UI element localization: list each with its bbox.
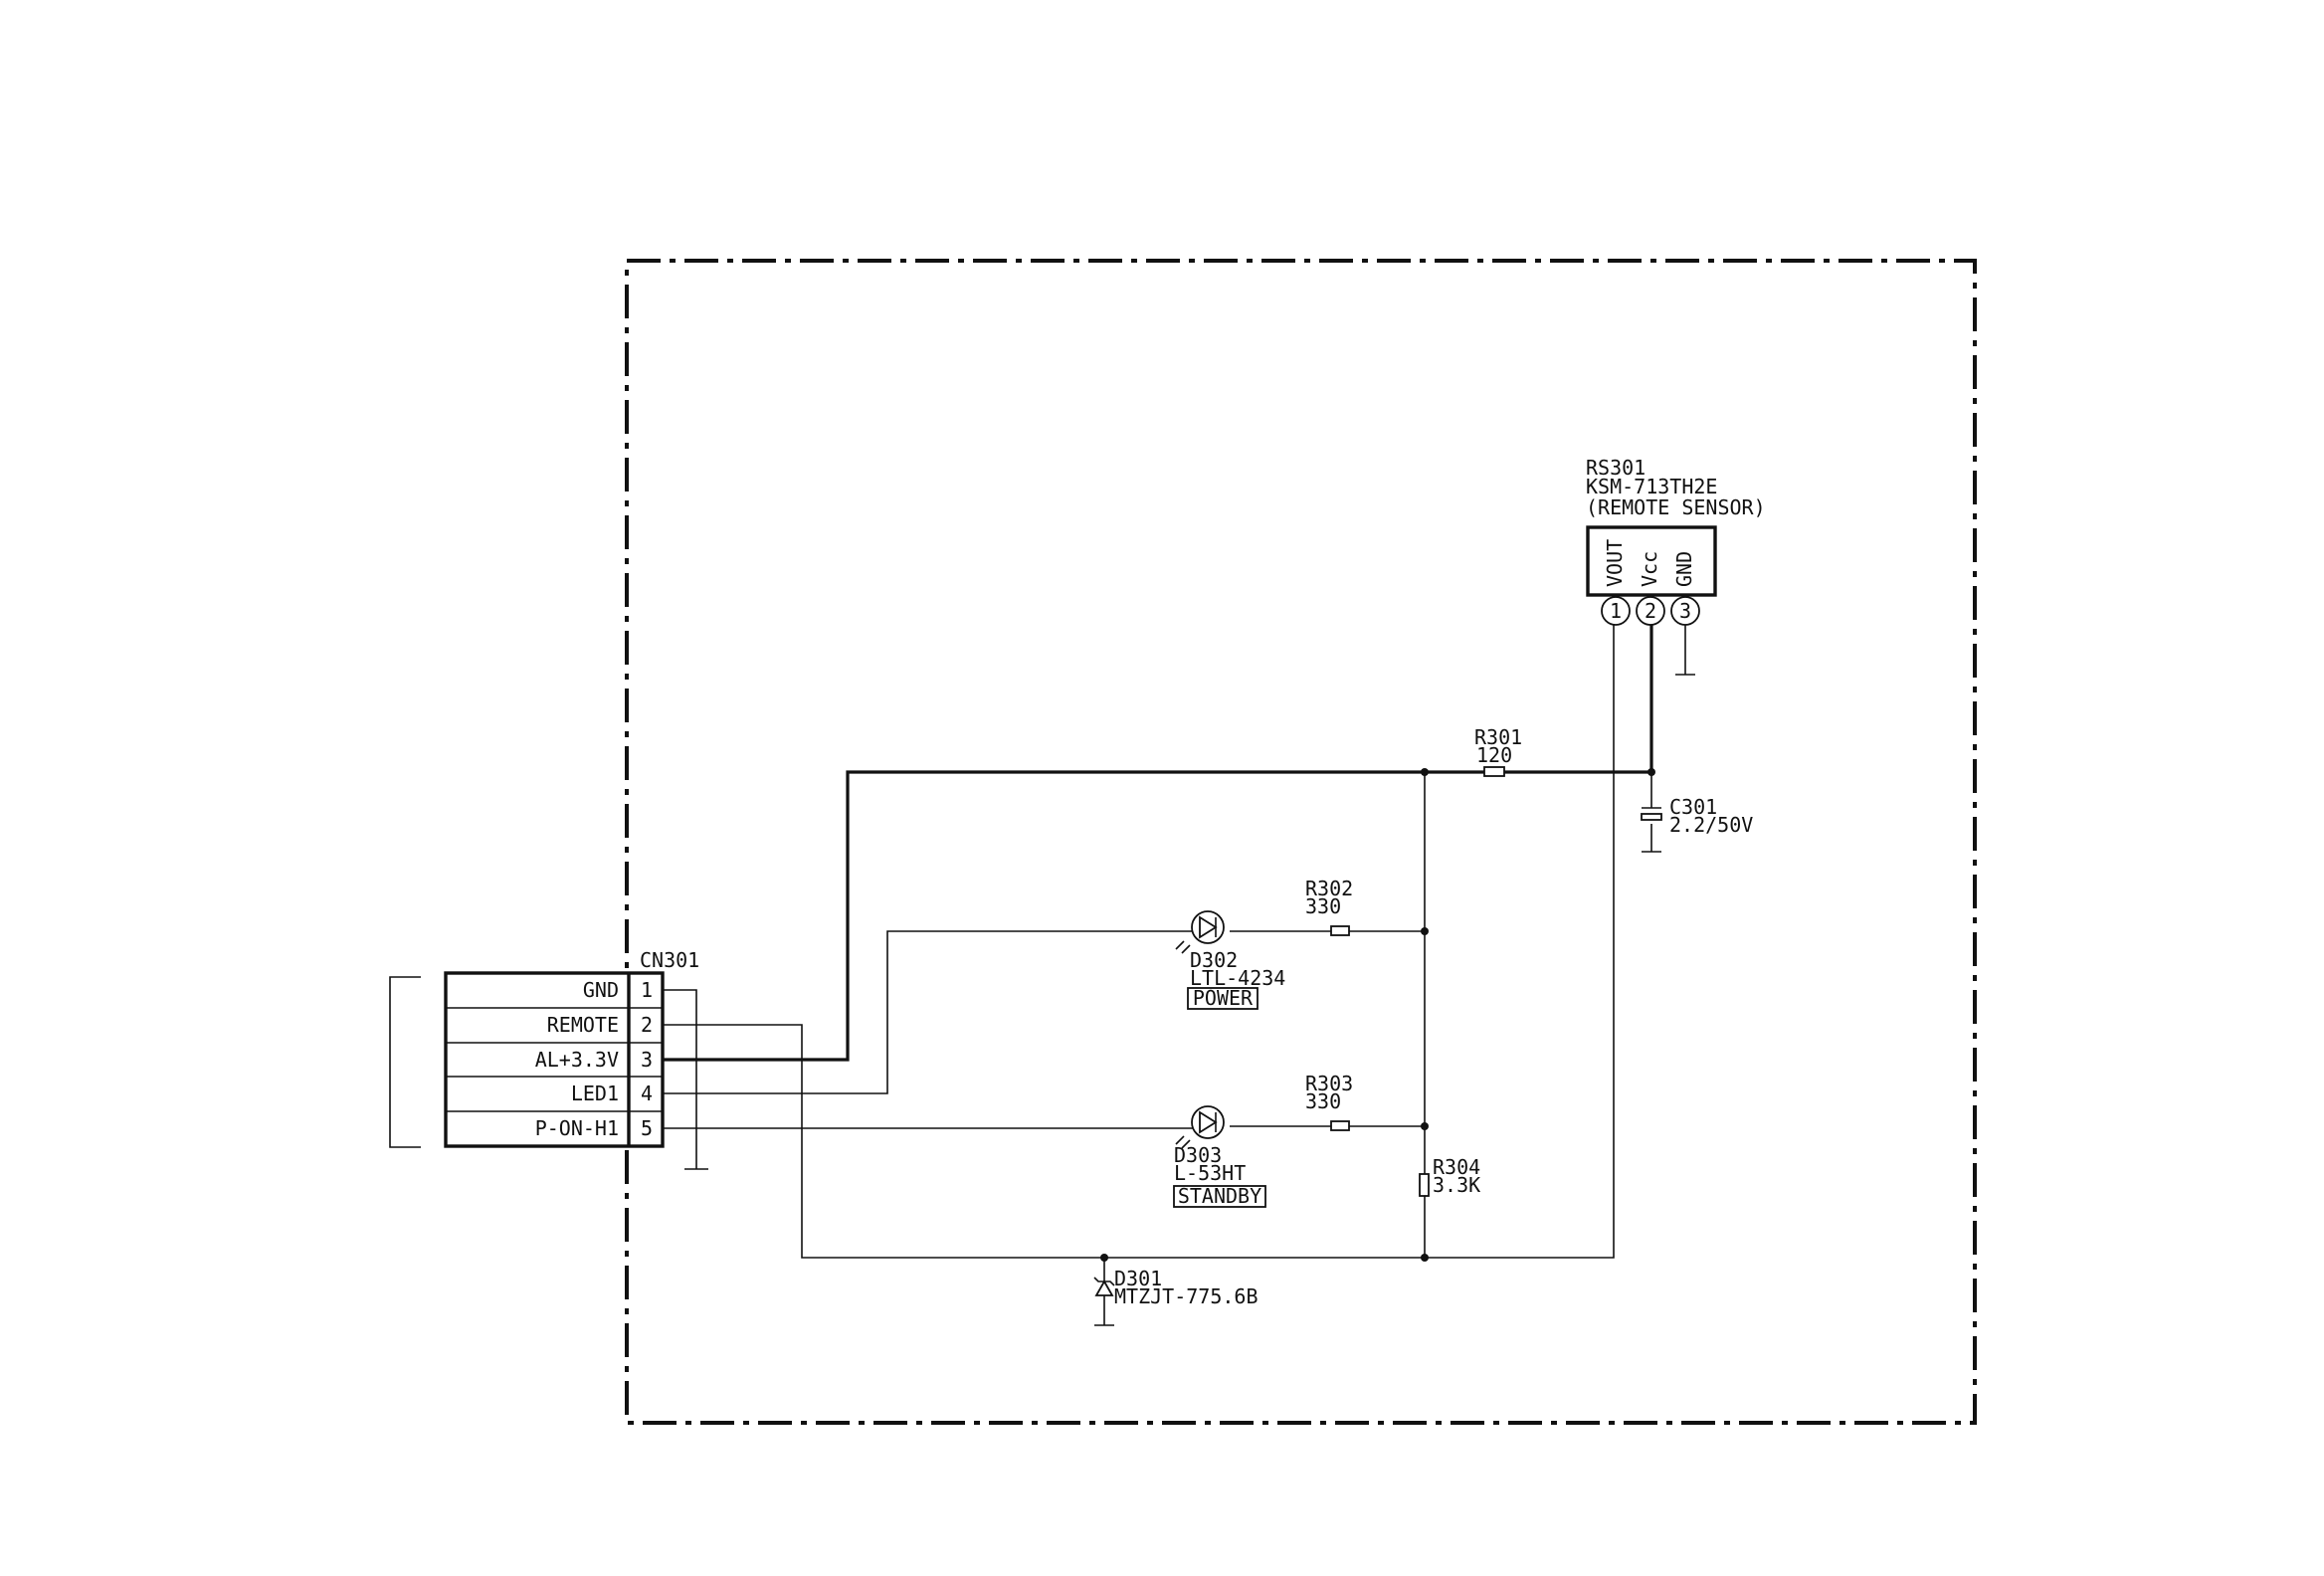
d301-part: MTZJT-775.6B (1114, 1284, 1259, 1308)
sensor-pin-label-vout: VOUT (1603, 539, 1627, 587)
d302-tag: POWER (1193, 986, 1254, 1010)
connector-cn301: CN301 GND 1 REMOTE 2 AL+3.3V 3 LED1 4 P-… (446, 948, 699, 1146)
pin-label-al33v: AL+3.3V (535, 1048, 619, 1072)
junction-dot (1421, 768, 1429, 776)
pin-label-led1: LED1 (571, 1082, 619, 1105)
junction-dot (1421, 1254, 1429, 1262)
pin-label-pon: P-ON-H1 (535, 1116, 619, 1140)
junction-dot (1421, 927, 1429, 935)
sensor-pin-label-vcc: Vcc (1638, 551, 1661, 587)
pin-label-remote: REMOTE (547, 1013, 619, 1037)
pin-number-4: 4 (641, 1082, 653, 1105)
sensor-pin-number-2: 2 (1645, 599, 1656, 623)
wire-gnd (663, 990, 696, 1169)
resistor-r304: R304 3.3K (1420, 1155, 1480, 1197)
pin-number-3: 3 (641, 1048, 653, 1072)
resistor-r303: R303 330 (1305, 1072, 1353, 1130)
led-d302: D302 LTL-4234 POWER (1176, 911, 1285, 1010)
pin-number-5: 5 (641, 1116, 653, 1140)
remote-sensor-rs301: RS301 KSM-713TH2E (REMOTE SENSOR) VOUT V… (1586, 456, 1766, 625)
board-outline (627, 261, 1975, 1423)
sensor-pin-number-3: 3 (1679, 599, 1691, 623)
capacitor-c301: C301 2.2/50V (1642, 795, 1753, 837)
junction-dot (1100, 1254, 1108, 1262)
sensor-pin-label-gnd: GND (1672, 551, 1696, 587)
r303-value: 330 (1305, 1089, 1341, 1113)
pin-label-gnd: GND (583, 978, 619, 1002)
resistor-r302: R302 330 (1305, 877, 1353, 935)
pin-number-2: 2 (641, 1013, 653, 1037)
connector-ref: CN301 (640, 948, 699, 972)
junction-dot (1647, 768, 1655, 776)
r302-value: 330 (1305, 894, 1341, 918)
zener-d301: D301 MTZJT-775.6B (1094, 1267, 1259, 1308)
r301-value: 120 (1476, 743, 1512, 767)
connector-bracket (390, 977, 421, 1147)
r304-value: 3.3K (1433, 1173, 1480, 1197)
junction-dot (1421, 1122, 1429, 1130)
sensor-desc: (REMOTE SENSOR) (1586, 495, 1766, 519)
resistor-r301: R301 120 (1474, 725, 1522, 776)
d303-tag: STANDBY (1178, 1184, 1261, 1208)
led-d303: D303 L-53HT STANDBY (1174, 1106, 1265, 1208)
c301-value: 2.2/50V (1669, 813, 1753, 837)
pin-number-1: 1 (641, 978, 653, 1002)
sensor-pin-number-1: 1 (1610, 599, 1622, 623)
d303-part: L-53HT (1174, 1161, 1246, 1185)
wire-led1 (663, 931, 1198, 1093)
